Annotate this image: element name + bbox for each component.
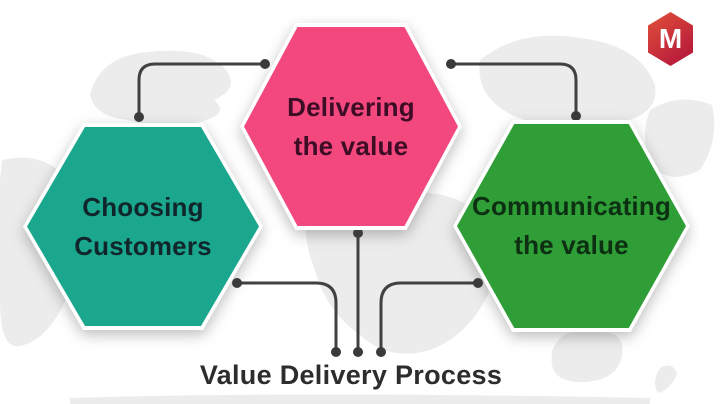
label-line-2: the value [514, 230, 629, 260]
map-blob-europe [479, 35, 656, 128]
brand-logo-letter: M [658, 23, 683, 54]
hexagon-border: Choosing Customers [23, 123, 263, 330]
map-blob-antarctica [70, 394, 650, 404]
hexagon-label-delivering-the-value: Delivering the value [240, 23, 462, 230]
hexagon-label-communicating-the-value: Communicating the value [453, 120, 690, 332]
label-line-1: Choosing [82, 191, 204, 222]
connector-delivering-to-communicating [449, 62, 578, 118]
diagram-title: Value Delivery Process [199, 360, 503, 390]
label-line-2: Customers [74, 230, 212, 261]
hexagon-delivering-the-value: Delivering the value [240, 23, 462, 230]
label-line-2: the value [293, 130, 409, 161]
hexagon-border: Delivering the value [240, 23, 462, 230]
hexagon-choosing-customers: Choosing Customers [23, 123, 263, 330]
hexagon-border: Communicating the value [453, 120, 690, 332]
map-blob-north-america [90, 50, 231, 127]
brand-logo: M [648, 12, 693, 66]
hexagon-communicating-the-value: Communicating the value [453, 120, 690, 332]
connector-dot [331, 347, 341, 357]
hexagon-label-choosing-customers: Choosing Customers [23, 123, 263, 330]
label-line-1: Communicating [471, 191, 672, 221]
connector-dot [134, 112, 144, 122]
connector-dot [353, 347, 363, 357]
brand-logo-hexagon-icon: M [648, 12, 693, 66]
label-line-1: Delivering [287, 91, 415, 122]
connector-dot [376, 347, 386, 357]
